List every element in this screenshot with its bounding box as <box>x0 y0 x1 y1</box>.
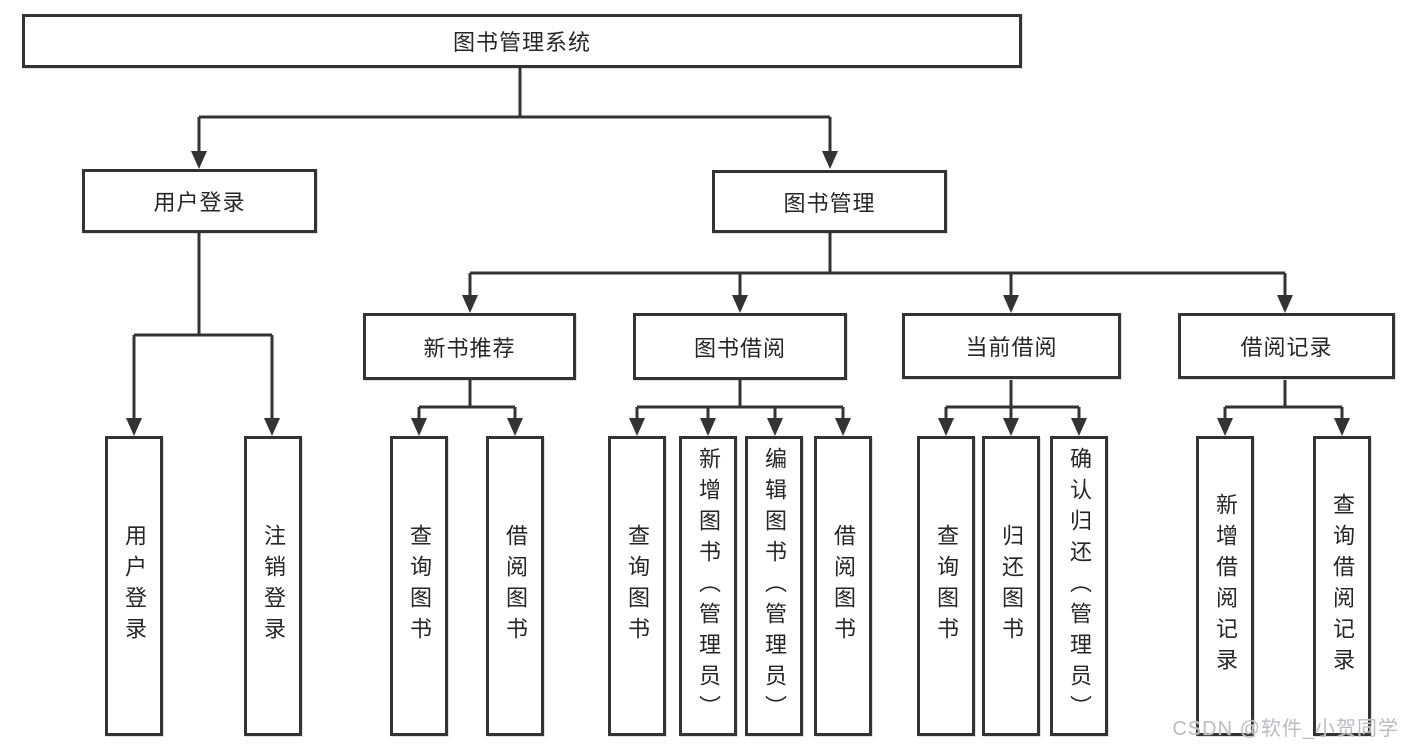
leaf-return-book: 归还图书 <box>982 436 1040 736</box>
leaf-borrow-book-label: 借阅图书 <box>831 524 856 648</box>
node-borrow-records-label: 借阅记录 <box>1240 335 1333 360</box>
node-new-book-recommend: 新书推荐 <box>363 313 576 380</box>
arrowheads <box>126 151 1350 436</box>
root-node: 图书管理系统 <box>22 14 1022 68</box>
node-user-login-label: 用户登录 <box>153 190 246 215</box>
leaf-edit-book-admin: 编辑图书（管理员） <box>745 436 803 736</box>
leaf-query-book-current: 查询图书 <box>917 436 975 736</box>
leaf-query-book-borrow: 查询图书 <box>608 436 666 736</box>
root-node-label: 图书管理系统 <box>452 30 591 55</box>
leaf-user-login-label: 用户登录 <box>122 524 147 648</box>
leaf-borrow-book-recommend-label: 借阅图书 <box>503 524 528 648</box>
node-current-borrow-label: 当前借阅 <box>965 335 1058 360</box>
watermark: CSDN @软件_小贺同学 <box>1172 718 1399 740</box>
node-book-borrow-label: 图书借阅 <box>693 335 786 361</box>
leaf-query-book-recommend: 查询图书 <box>390 436 448 736</box>
leaf-borrow-book: 借阅图书 <box>814 436 872 736</box>
leaf-logout-login-label: 注销登录 <box>261 524 286 648</box>
leaf-query-borrow-record-label: 查询借阅记录 <box>1330 493 1355 679</box>
node-new-book-recommend-label: 新书推荐 <box>423 335 516 361</box>
leaf-add-borrow-record-label: 新增借阅记录 <box>1213 493 1238 679</box>
node-book-management-label: 图书管理 <box>783 190 876 216</box>
node-user-login: 用户登录 <box>82 169 317 233</box>
leaf-user-login: 用户登录 <box>105 436 163 736</box>
node-borrow-records: 借阅记录 <box>1178 313 1395 379</box>
leaf-query-book-borrow-label: 查询图书 <box>625 524 650 648</box>
leaf-add-book-admin-label: 新增图书（管理员） <box>696 446 721 726</box>
node-book-borrow: 图书借阅 <box>633 313 847 380</box>
leaf-add-borrow-record: 新增借阅记录 <box>1196 436 1254 736</box>
leaf-query-book-current-label: 查询图书 <box>934 524 959 648</box>
node-current-borrow: 当前借阅 <box>902 313 1121 379</box>
leaf-return-book-label: 归还图书 <box>999 524 1024 648</box>
leaf-confirm-return-admin-label: 确认归还（管理员） <box>1067 446 1092 726</box>
leaf-logout-login: 注销登录 <box>244 436 302 736</box>
leaf-confirm-return-admin: 确认归还（管理员） <box>1050 436 1108 736</box>
leaf-add-book-admin: 新增图书（管理员） <box>679 436 737 736</box>
node-book-management: 图书管理 <box>712 170 947 233</box>
leaf-query-book-recommend-label: 查询图书 <box>407 524 432 648</box>
leaf-edit-book-admin-label: 编辑图书（管理员） <box>762 446 787 726</box>
leaf-query-borrow-record: 查询借阅记录 <box>1313 436 1371 736</box>
leaf-borrow-book-recommend: 借阅图书 <box>486 436 544 736</box>
